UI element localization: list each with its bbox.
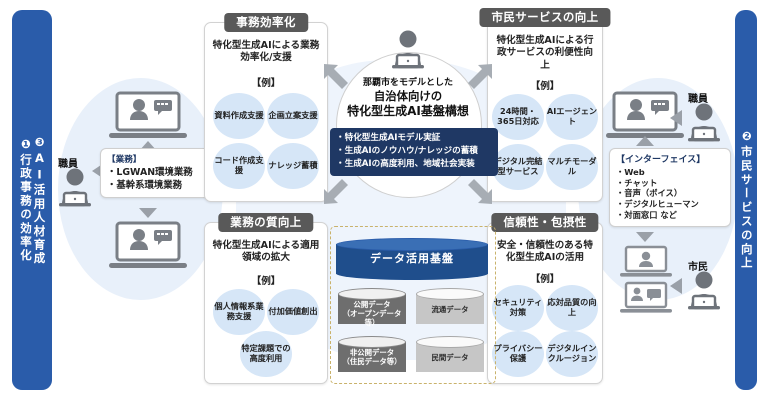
laptop-chat-icon-bottom-left bbox=[108, 221, 188, 270]
data-store-2-name: 非公開データ bbox=[349, 348, 395, 357]
arrow-upright-icon bbox=[460, 62, 494, 96]
citizen-person-icon-right bbox=[686, 271, 722, 311]
laptop-chat-icon-top-right bbox=[605, 91, 685, 140]
panel-business-efficiency-title: 事務効率化 bbox=[224, 13, 308, 32]
play-arrow-icon-top-right bbox=[670, 110, 682, 126]
staff-task-note-title: 【業務】 bbox=[107, 155, 142, 165]
arrow-downright-icon bbox=[460, 172, 494, 206]
interface-note-item-1: ・チャット bbox=[616, 177, 658, 188]
panel-trust-inclusion-title: 信頼性・包摂性 bbox=[491, 213, 599, 232]
panel-citizen-service-title: 市民サービスの向上 bbox=[479, 8, 611, 27]
center-bullet-2: ・生成AIの高度利用、地域社会実装 bbox=[336, 158, 475, 169]
bubble-shimin-0[interactable]: 24時間・365日対応 bbox=[492, 94, 544, 140]
bubble-shitsu-1[interactable]: 付加価値創出 bbox=[267, 289, 319, 335]
data-store-1-label: 流通データ bbox=[416, 305, 484, 315]
arrow-down-icon-left bbox=[138, 208, 158, 218]
center-title-line-2: 自治体向けの bbox=[373, 89, 443, 104]
staff-person-icon-right bbox=[686, 103, 722, 143]
interface-note-item-2: ・音声（ボイス） bbox=[616, 188, 683, 199]
center-person-icon bbox=[390, 30, 426, 70]
citizen-label-right: 市民 bbox=[688, 262, 708, 273]
staff-label-left: 職員 bbox=[58, 159, 78, 170]
laptop-video-icon-right bbox=[620, 245, 672, 279]
data-store-1-top bbox=[416, 288, 484, 300]
interface-note: 【インターフェイス】 ・Web ・チャット ・音声（ボイス） ・デジタルヒューマ… bbox=[609, 148, 731, 228]
interface-note-item-3: ・デジタルヒューマン bbox=[616, 199, 699, 210]
laptop-chat-icon-top-left bbox=[108, 91, 188, 140]
data-platform: データ活用基盤 公開データ （オープンデータ等） 流通データ 非公開データ bbox=[336, 232, 488, 378]
panel-citizen-service-example-label: 【例】 bbox=[530, 81, 560, 92]
center-title-line-1: 那覇市をモデルとした bbox=[362, 78, 453, 88]
bubble-shinrai-3[interactable]: デジタルインクルージョン bbox=[546, 331, 598, 377]
panel-work-quality-subtitle: 特化型生成AIによる適用領域の拡大 bbox=[212, 240, 320, 264]
staff-task-note-item-0: ・LGWAN環境業務 bbox=[107, 167, 193, 179]
bubble-shimin-1[interactable]: AIエージェント bbox=[546, 94, 598, 140]
data-platform-dashed-border bbox=[330, 226, 496, 384]
interface-note-item-0: ・Web bbox=[616, 166, 645, 177]
bubble-shimin-3[interactable]: マルチモーダル bbox=[546, 144, 598, 190]
data-store-0-sub: （オープンデータ等） bbox=[342, 308, 402, 327]
staff-task-note-item-1: ・基幹系環境業務 bbox=[107, 180, 183, 192]
arrow-upleft-icon bbox=[322, 62, 356, 96]
panel-trust-inclusion-subtitle: 安全・信頼性のある特化型生成AIの活用 bbox=[497, 240, 593, 264]
bubble-muda-0[interactable]: 資料作成支援 bbox=[213, 93, 265, 139]
data-store-3-top bbox=[416, 336, 484, 348]
bubble-shinrai-0[interactable]: セキュリティ対策 bbox=[492, 285, 544, 331]
bubble-shinrai-1[interactable]: 応対品質の向上 bbox=[546, 285, 598, 331]
left-bar-label-1: ❶行政事務の効率化 bbox=[19, 137, 33, 263]
arrow-up-icon-right bbox=[635, 136, 655, 146]
play-arrow-icon-bottom-right bbox=[670, 278, 682, 294]
data-platform-band-top bbox=[336, 238, 488, 251]
data-store-1[interactable]: 流通データ bbox=[416, 288, 484, 330]
staff-person-icon-left bbox=[57, 168, 93, 208]
staff-task-note: 【業務】 ・LGWAN環境業務 ・基幹系環境業務 bbox=[100, 148, 210, 199]
data-store-3-label: 民間データ bbox=[416, 353, 484, 363]
bubble-shimin-2[interactable]: デジタル完結型サービス bbox=[492, 144, 544, 190]
data-store-2-sub: （住民データ等） bbox=[342, 356, 402, 366]
left-bar-label-2: ❸AI活用人材育成 bbox=[32, 134, 47, 266]
arrow-downleft-icon bbox=[322, 172, 356, 206]
bubble-muda-3[interactable]: ナレッジ蓄積 bbox=[267, 143, 319, 189]
data-store-3-name: 民間データ bbox=[431, 353, 469, 362]
data-platform-title: データ活用基盤 bbox=[370, 252, 454, 265]
panel-citizen-service-subtitle: 特化型生成AIによる行政サービスの利便性向上 bbox=[496, 35, 594, 71]
bubble-muda-2[interactable]: コード作成支援 bbox=[213, 143, 265, 189]
left-vertical-bar: ❶行政事務の効率化 ❸AI活用人材育成 bbox=[12, 10, 52, 390]
bubble-shinrai-2[interactable]: プライバシー保護 bbox=[492, 331, 544, 377]
panel-citizen-service[interactable]: 市民サービスの向上 特化型生成AIによる行政サービスの利便性向上 【例】 24時… bbox=[479, 8, 611, 202]
center-bullet-1: ・生成AIのノウハウ/ナレッジの蓄積 bbox=[336, 145, 478, 156]
data-store-2-top bbox=[338, 336, 406, 348]
panel-work-quality-example-label: 【例】 bbox=[251, 276, 281, 287]
center-concept-title: 那覇市をモデルとした 自治体向けの 特化型生成AI基盤構想 bbox=[330, 78, 486, 120]
panel-work-quality[interactable]: 業務の質向上 特化型生成AIによる適用領域の拡大 【例】 個人情報系業務支援 付… bbox=[204, 213, 328, 384]
panel-trust-inclusion[interactable]: 信頼性・包摂性 安全・信頼性のある特化型生成AIの活用 【例】 セキュリティ対策… bbox=[487, 213, 603, 384]
data-store-0-top bbox=[338, 288, 406, 300]
bubble-shitsu-0[interactable]: 個人情報系業務支援 bbox=[213, 289, 265, 335]
panel-business-efficiency-subtitle: 特化型生成AIによる業務効率化/支援 bbox=[212, 40, 320, 64]
panel-business-efficiency-example-label: 【例】 bbox=[251, 78, 281, 89]
center-concept-bullets: ・特化型生成AIモデル実証 ・生成AIのノウハウ/ナレッジの蓄積 ・生成AIの高… bbox=[330, 128, 498, 176]
staff-label-right: 職員 bbox=[688, 94, 708, 105]
data-store-0-label: 公開データ （オープンデータ等） bbox=[338, 300, 406, 328]
panel-work-quality-title: 業務の質向上 bbox=[218, 213, 314, 232]
laptop-user-chat-icon-right bbox=[620, 281, 672, 315]
panel-business-efficiency[interactable]: 事務効率化 特化型生成AIによる業務効率化/支援 【例】 資料作成支援 企画立案… bbox=[204, 13, 328, 202]
data-store-2[interactable]: 非公開データ （住民データ等） bbox=[338, 336, 406, 378]
data-store-0-name: 公開データ bbox=[353, 300, 391, 309]
right-vertical-bar: ❷市民サービスの向上 bbox=[735, 10, 757, 390]
data-store-2-label: 非公開データ （住民データ等） bbox=[338, 348, 406, 367]
arrow-down-icon-right bbox=[635, 232, 655, 242]
data-store-3[interactable]: 民間データ bbox=[416, 336, 484, 378]
center-bullet-0: ・特化型生成AIモデル実証 bbox=[336, 133, 441, 143]
interface-note-title: 【インターフェイス】 bbox=[616, 155, 706, 165]
data-store-1-name: 流通データ bbox=[431, 305, 469, 314]
interface-note-item-4: ・対面窓口 など bbox=[616, 210, 677, 221]
center-title-line-3: 特化型生成AI基盤構想 bbox=[347, 104, 469, 119]
data-store-0[interactable]: 公開データ （オープンデータ等） bbox=[338, 288, 406, 330]
panel-trust-inclusion-example-label: 【例】 bbox=[530, 274, 560, 285]
data-platform-band: データ活用基盤 bbox=[336, 238, 488, 280]
right-bar-label-1: ❷市民サービスの向上 bbox=[739, 129, 754, 271]
bubble-shitsu-2[interactable]: 特定課題での高度利用 bbox=[240, 331, 292, 377]
bubble-muda-1[interactable]: 企画立案支援 bbox=[267, 93, 319, 139]
